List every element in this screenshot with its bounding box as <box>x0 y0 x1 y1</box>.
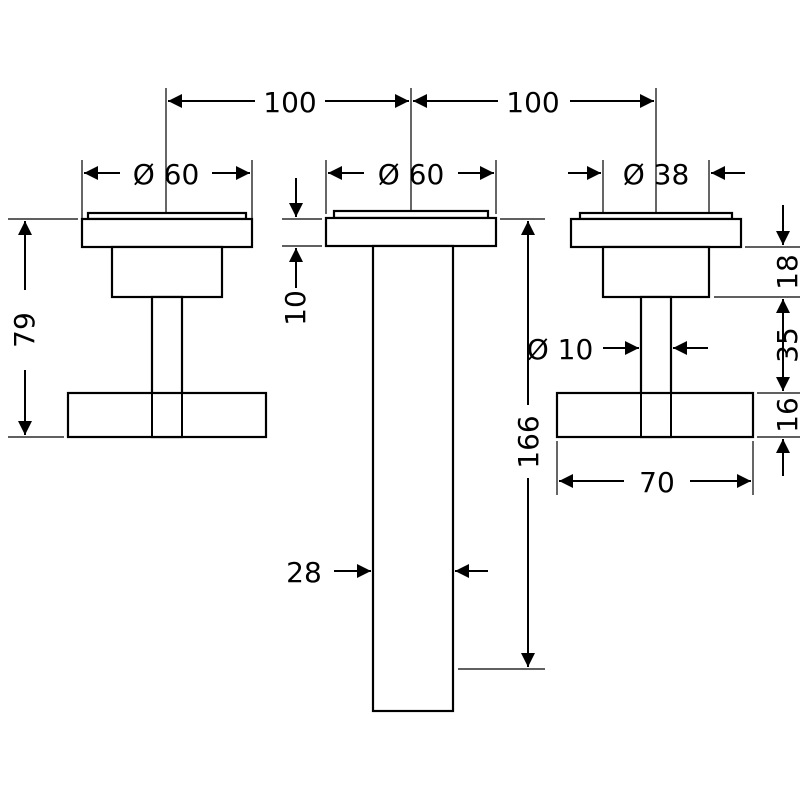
spacing-extension-lines <box>165 88 657 214</box>
spout-diameter-label: Ø 60 <box>378 158 445 191</box>
dim-spout-diameter: Ø 60 <box>325 158 497 214</box>
dim-spout-rosette-thickness: 10 <box>279 178 322 326</box>
right-diameter-label: Ø 38 <box>623 158 690 191</box>
right-width-label: 70 <box>639 466 675 499</box>
dim-spout-width: 28 <box>286 556 488 589</box>
left-height-label: 79 <box>8 312 41 348</box>
dim-spout-length: 166 <box>458 218 545 670</box>
dim-right-vertical-chain: 18 35 16 <box>714 205 800 476</box>
right-rosette-height-label: 18 <box>771 254 800 290</box>
spout-width-label: 28 <box>286 556 322 589</box>
dim-right-handle-width: 70 <box>556 441 754 499</box>
spacing-right-label: 100 <box>506 86 559 119</box>
dim-left-diameter: Ø 60 <box>81 158 253 218</box>
right-stem-height-label: 35 <box>771 327 800 363</box>
dim-spacing-left: 100 <box>168 86 409 119</box>
dim-right-diameter: Ø 38 <box>568 158 745 214</box>
dim-stem-diameter: Ø 10 <box>527 333 708 366</box>
spout-length-label: 166 <box>512 415 545 468</box>
left-handle <box>66 211 268 439</box>
right-handle <box>555 211 755 439</box>
spout <box>324 209 498 713</box>
spacing-left-label: 100 <box>263 86 316 119</box>
spout-thickness-label: 10 <box>279 290 312 326</box>
left-diameter-label: Ø 60 <box>133 158 200 191</box>
right-handle-thickness-label: 16 <box>771 397 800 433</box>
dim-spacing-right: 100 <box>413 86 654 119</box>
dim-left-height: 79 <box>8 218 78 438</box>
stem-diameter-label: Ø 10 <box>527 333 594 366</box>
